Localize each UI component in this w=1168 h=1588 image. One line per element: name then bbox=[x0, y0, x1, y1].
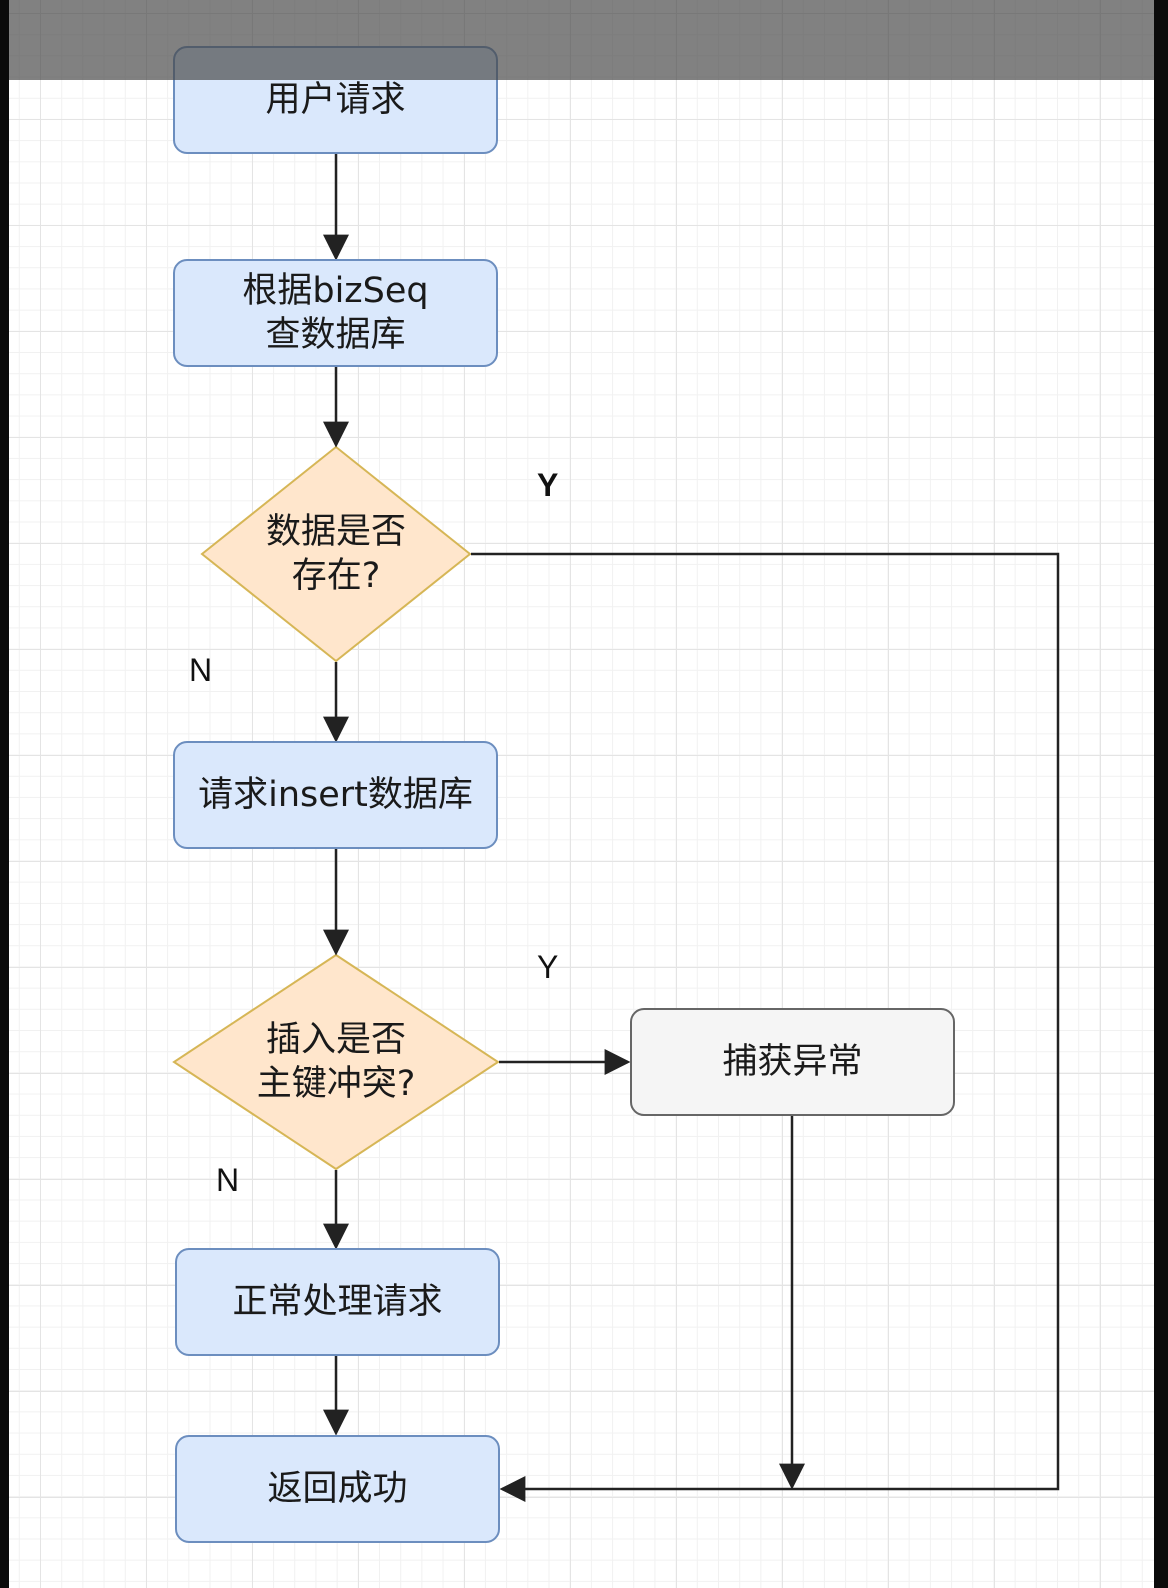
decision-data-exists-shape[interactable] bbox=[200, 445, 472, 663]
label-exists-yes: Y bbox=[537, 467, 559, 503]
node-query-db[interactable]: 根据bizSeq 查数据库 bbox=[173, 259, 498, 367]
node-normal-process-label: 正常处理请求 bbox=[232, 1282, 443, 1322]
node-data-exists-label: 数据是否 存在? bbox=[236, 500, 436, 608]
node-catch-exception[interactable]: 捕获异常 bbox=[630, 1008, 955, 1116]
top-dim-overlay bbox=[0, 0, 1168, 80]
node-query-db-label: 根据bizSeq 查数据库 bbox=[242, 271, 429, 355]
node-catch-exception-label: 捕获异常 bbox=[722, 1042, 863, 1082]
node-insert-db[interactable]: 请求insert数据库 bbox=[173, 741, 498, 849]
label-conflict-yes: Y bbox=[537, 949, 559, 985]
left-screen-edge bbox=[0, 0, 9, 1588]
node-insert-db-label: 请求insert数据库 bbox=[198, 775, 473, 815]
decision-pk-conflict-shape[interactable] bbox=[172, 953, 500, 1171]
node-data-exists-text: 数据是否 存在? bbox=[265, 512, 406, 596]
node-return-success-label: 返回成功 bbox=[267, 1469, 408, 1509]
node-user-request-label: 用户请求 bbox=[265, 80, 406, 120]
label-conflict-no: N bbox=[216, 1162, 240, 1198]
node-normal-process[interactable]: 正常处理请求 bbox=[175, 1248, 500, 1356]
edge-exists-yes-to-return bbox=[471, 552, 1060, 1502]
right-screen-edge bbox=[1154, 0, 1168, 1588]
node-pk-conflict-text: 插入是否 主键冲突? bbox=[256, 1020, 416, 1104]
label-exists-no: N bbox=[189, 652, 213, 688]
node-pk-conflict-label: 插入是否 主键冲突? bbox=[221, 1008, 451, 1116]
node-return-success[interactable]: 返回成功 bbox=[175, 1435, 500, 1543]
